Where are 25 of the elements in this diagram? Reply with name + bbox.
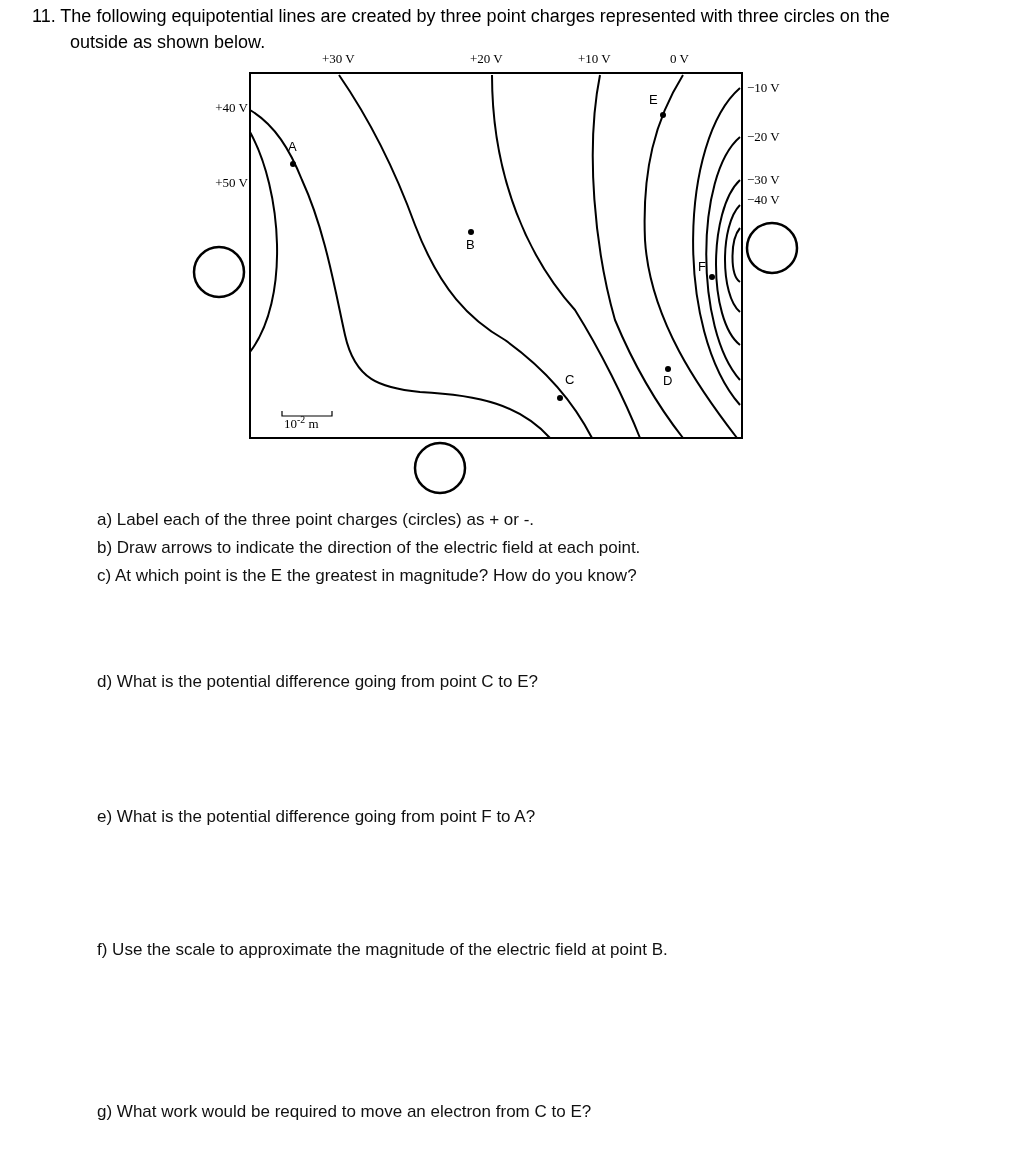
point-label: E bbox=[649, 92, 658, 107]
question-text: f) Use the scale to approximate the magnitude of the electric field at point B. bbox=[97, 939, 668, 961]
voltage-label: +20 V bbox=[470, 51, 503, 66]
question-text: d) What is the potential difference going from point C to E? bbox=[97, 671, 538, 693]
point-label: B bbox=[466, 237, 475, 252]
voltage-label: +40 V bbox=[215, 100, 248, 115]
scale-label: 10$^{-2}$ m bbox=[284, 416, 319, 431]
voltage-label: −10 V bbox=[747, 80, 780, 95]
point-label: D bbox=[663, 373, 673, 388]
voltage-label: +10 V bbox=[578, 51, 611, 66]
voltage-label: +50 V bbox=[215, 175, 248, 190]
question-text: a) Label each of the three point charges (circles) as + or -. bbox=[97, 509, 535, 531]
voltage-label: +30 V bbox=[322, 51, 355, 66]
question-text: c) At which point is the E the greatest in magnitude? How do you know? bbox=[97, 565, 637, 587]
voltage-label: −20 V bbox=[747, 129, 780, 144]
question-text: g) What work would be required to move an electron from C to E? bbox=[97, 1101, 592, 1123]
point-label: A bbox=[288, 139, 297, 154]
voltage-label: −40 V bbox=[747, 192, 780, 207]
point-label: F bbox=[698, 259, 706, 274]
title-text: 11. The following equipotential lines are created by three point charges represented with three circles on the outside as shown below. bbox=[32, 5, 891, 54]
question-text: e) What is the potential difference going from point F to A? bbox=[97, 806, 536, 828]
voltage-label: 0 V bbox=[670, 51, 689, 66]
voltage-label: −30 V bbox=[747, 172, 780, 187]
question-text: b) Draw arrows to indicate the direction of the electric field at each point. bbox=[97, 537, 641, 559]
point-label: C bbox=[565, 372, 575, 387]
